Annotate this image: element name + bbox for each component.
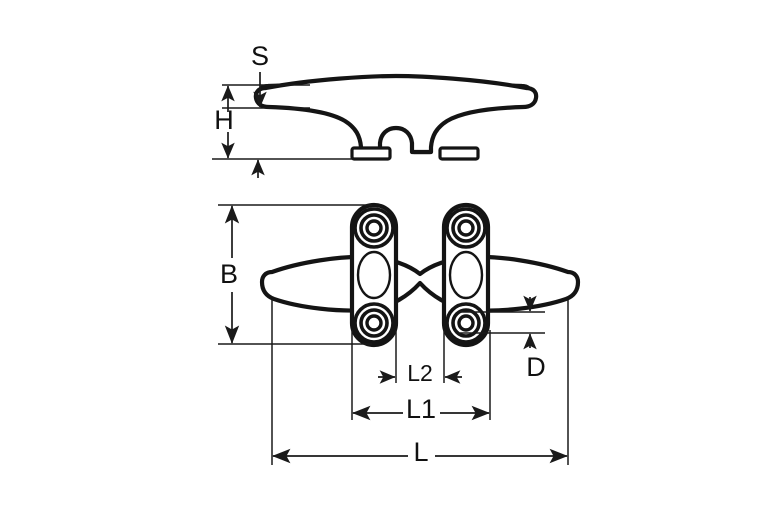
slot-oval-right xyxy=(448,250,484,300)
top-plan-view: B D L2 xyxy=(218,202,581,467)
bolt-hole-left-top-outer xyxy=(353,207,395,249)
dimension-S: S xyxy=(222,41,310,109)
dimension-S-label: S xyxy=(251,41,269,71)
dimension-L1: L1 xyxy=(351,330,491,424)
dimension-H: H xyxy=(212,85,352,178)
dimension-L-label: L xyxy=(413,437,428,467)
dimension-D: D xyxy=(460,295,546,382)
dimension-D-label: D xyxy=(526,352,546,382)
bolt-hole-left-bottom-inner xyxy=(365,314,383,332)
bolt-hole-right-top-mid xyxy=(451,213,481,243)
bolt-hole-left-top-inner xyxy=(365,219,383,237)
bolt-hole-left-bottom-mid xyxy=(359,308,389,338)
dimension-B-label: B xyxy=(220,259,238,289)
dimension-L2: L2 xyxy=(378,330,462,386)
bolt-hole-right-bottom-outer xyxy=(445,302,487,344)
bolt-hole-right-bottom-inner xyxy=(457,314,475,332)
bolt-hole-left-top-mid xyxy=(359,213,389,243)
dimension-L: L xyxy=(271,300,569,467)
dimension-H-label: H xyxy=(214,105,234,135)
cleat-top-body xyxy=(259,254,581,313)
cleat-base-pad-right xyxy=(438,146,480,161)
slot-oval-left xyxy=(356,250,392,300)
dimension-B: B xyxy=(218,204,372,345)
mounting-pad-left xyxy=(349,202,399,348)
bolt-hole-right-top-inner xyxy=(457,219,475,237)
cleat-base-pad-left xyxy=(350,146,392,161)
bolt-hole-right-top-outer xyxy=(445,207,487,249)
dimension-L2-label: L2 xyxy=(407,360,433,386)
mounting-pad-right xyxy=(441,202,491,348)
bolt-hole-left-bottom-outer xyxy=(353,302,395,344)
bolt-hole-right-bottom-mid xyxy=(451,308,481,338)
dimension-L1-label: L1 xyxy=(406,394,436,424)
side-elevation-view: S H xyxy=(212,41,539,178)
